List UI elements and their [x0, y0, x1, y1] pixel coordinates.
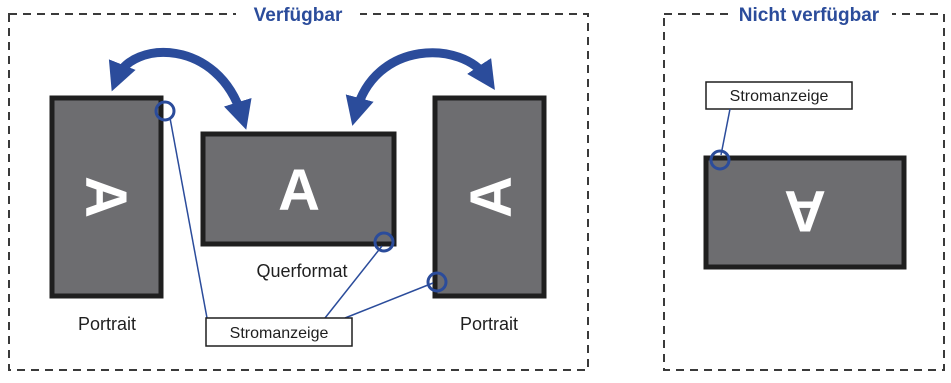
portrait-left-screen	[49, 95, 164, 299]
upside-down-letter: A	[784, 178, 826, 243]
rotate-left-arrow	[108, 47, 252, 130]
not-available-panel: Nicht verfügbar Stromanzeige A	[663, 2, 945, 371]
not-available-title: Nicht verfügbar	[739, 5, 880, 26]
portrait-right-caption: Portrait	[460, 314, 518, 334]
landscape-monitor: A	[200, 131, 397, 247]
not-available-power-label-box: Stromanzeige	[705, 81, 853, 110]
not-available-title-mask	[728, 2, 892, 28]
not-available-power-leader	[720, 108, 731, 156]
not-available-power-indicator-marker	[709, 149, 731, 171]
portrait-left-letter: A	[73, 176, 138, 218]
available-panel-border	[8, 13, 589, 371]
available-title-mask	[236, 2, 360, 28]
portrait-right-letter: A	[459, 176, 524, 218]
power-label-box: Stromanzeige	[205, 317, 353, 347]
landscape-caption: Querformat	[256, 261, 347, 281]
power-leader-right	[344, 282, 434, 319]
not-available-power-label-text: Stromanzeige	[730, 88, 829, 105]
landscape-screen	[200, 131, 397, 247]
portrait-left-caption: Portrait	[78, 314, 136, 334]
power-leader-center	[324, 245, 383, 319]
available-title: Verfügbar	[254, 5, 343, 26]
power-indicator-marker-left	[154, 100, 176, 122]
power-indicator-marker-right	[426, 271, 448, 293]
power-leader-left	[169, 117, 208, 319]
power-indicator-marker-center	[373, 231, 395, 253]
available-panel: Verfügbar A Portrait A Querformat A Port…	[8, 2, 589, 371]
portrait-left-monitor: A	[49, 95, 164, 299]
portrait-right-screen	[432, 95, 547, 299]
portrait-right-monitor: A	[432, 95, 547, 299]
rotate-right-arrow	[345, 48, 495, 126]
landscape-letter: A	[278, 158, 320, 223]
power-label-text: Stromanzeige	[230, 325, 329, 342]
upside-down-screen	[703, 155, 907, 270]
upside-down-monitor: A	[703, 155, 907, 270]
